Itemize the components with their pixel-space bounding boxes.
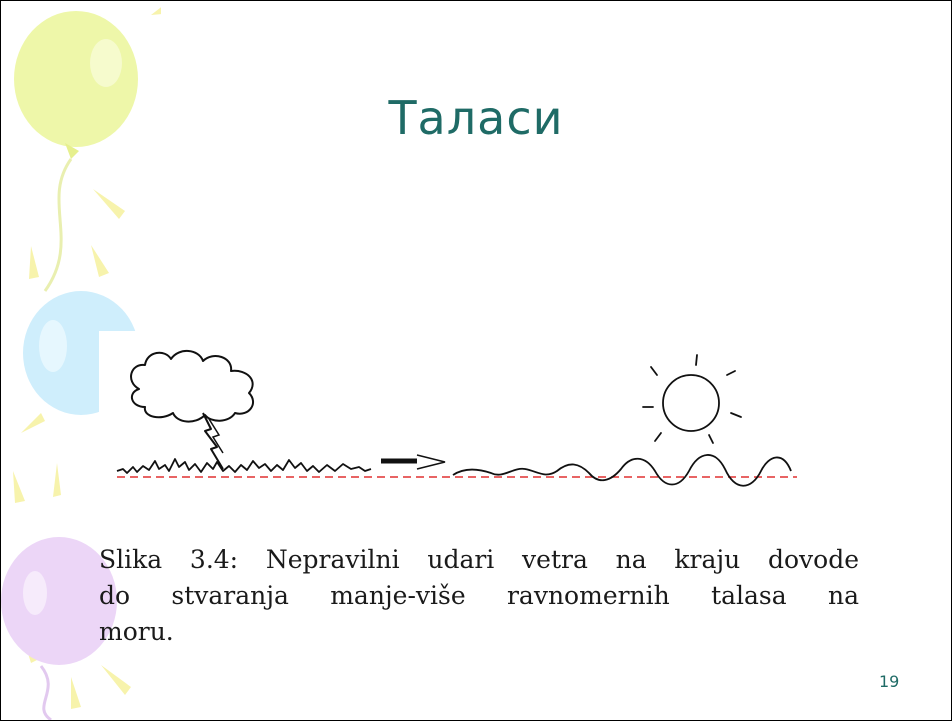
lightning-bolt-icon — [202, 412, 224, 470]
sun-icon — [642, 354, 742, 444]
storm-cloud-icon — [130, 350, 254, 423]
regular-waves — [452, 454, 792, 487]
irregular-waves — [116, 458, 372, 474]
caption-line-3: moru. — [99, 617, 174, 646]
balloons-decoration — [1, 7, 161, 720]
figure-caption: Slika 3.4: Nepravilni udari vetra na kra… — [99, 542, 859, 650]
slide-title: Таласи — [388, 91, 564, 145]
page-number: 19 — [879, 672, 900, 691]
caption-line-2: do stvaranja manje-više ravnomernih tala… — [99, 581, 859, 610]
wave-figure — [116, 350, 797, 487]
figure-panel — [99, 331, 819, 511]
arrow-head-icon — [416, 454, 446, 470]
caption-line-1: Slika 3.4: Nepravilni udari vetra na kra… — [99, 545, 859, 574]
